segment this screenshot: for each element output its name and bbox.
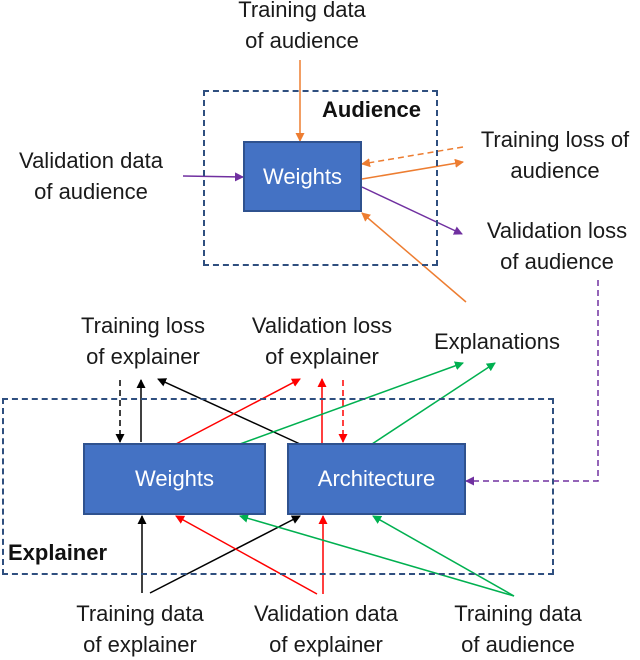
label-training-data-explainer: Training data of explainer: [76, 601, 204, 657]
arrow-explainer-weights-to-validation-loss: [175, 378, 301, 445]
explainer-weights-box: Weights: [83, 443, 266, 515]
arrow-explanations-to-audience-weights: [361, 212, 467, 303]
arrow-training-loss-backprop-audience: [361, 146, 464, 168]
label-training-loss-audience: Training loss of audience: [480, 127, 630, 183]
explainer-group-box: [2, 398, 554, 575]
arrow-explainer-weights-to-explanations: [239, 361, 464, 445]
label-validation-loss-explainer: Validation loss of explainer: [251, 313, 393, 369]
arrow-architecture-to-explanations: [371, 362, 496, 445]
arrow-training-data-audience-to-architecture: [372, 515, 515, 597]
explainer-architecture-box: Architecture: [287, 443, 466, 515]
label-explanations: Explanations: [434, 329, 560, 354]
arrow-validation-data-explainer-to-weights: [175, 515, 318, 595]
explainer-title: Explainer: [8, 540, 108, 565]
label-validation-loss-audience: Validation loss of audience: [486, 218, 628, 274]
arrow-audience-weights-to-validation-loss: [361, 186, 463, 235]
arrow-training-data-explainer-to-architecture: [149, 515, 301, 594]
label-training-loss-explainer: Training loss of explainer: [81, 313, 205, 369]
audience-title: Audience: [322, 97, 422, 122]
arrow-training-data-audience-to-weights: [239, 513, 515, 597]
arrow-validation-data-to-audience-weights: [182, 172, 244, 182]
label-validation-data-explainer: Validation data of explainer: [254, 601, 398, 657]
label-training-data-audience-top: Training data of audience: [238, 0, 366, 53]
arrow-audience-weights-to-training-loss: [361, 158, 464, 180]
arrow-architecture-to-training-loss: [157, 378, 301, 445]
label-training-data-audience-bottom: Training data of audience: [454, 601, 582, 657]
arrow-validation-loss-to-architecture: [465, 280, 599, 486]
audience-group-box: [203, 90, 438, 266]
label-validation-data-audience: Validation data of audience: [19, 148, 163, 204]
audience-weights-box: Weights: [243, 141, 362, 212]
